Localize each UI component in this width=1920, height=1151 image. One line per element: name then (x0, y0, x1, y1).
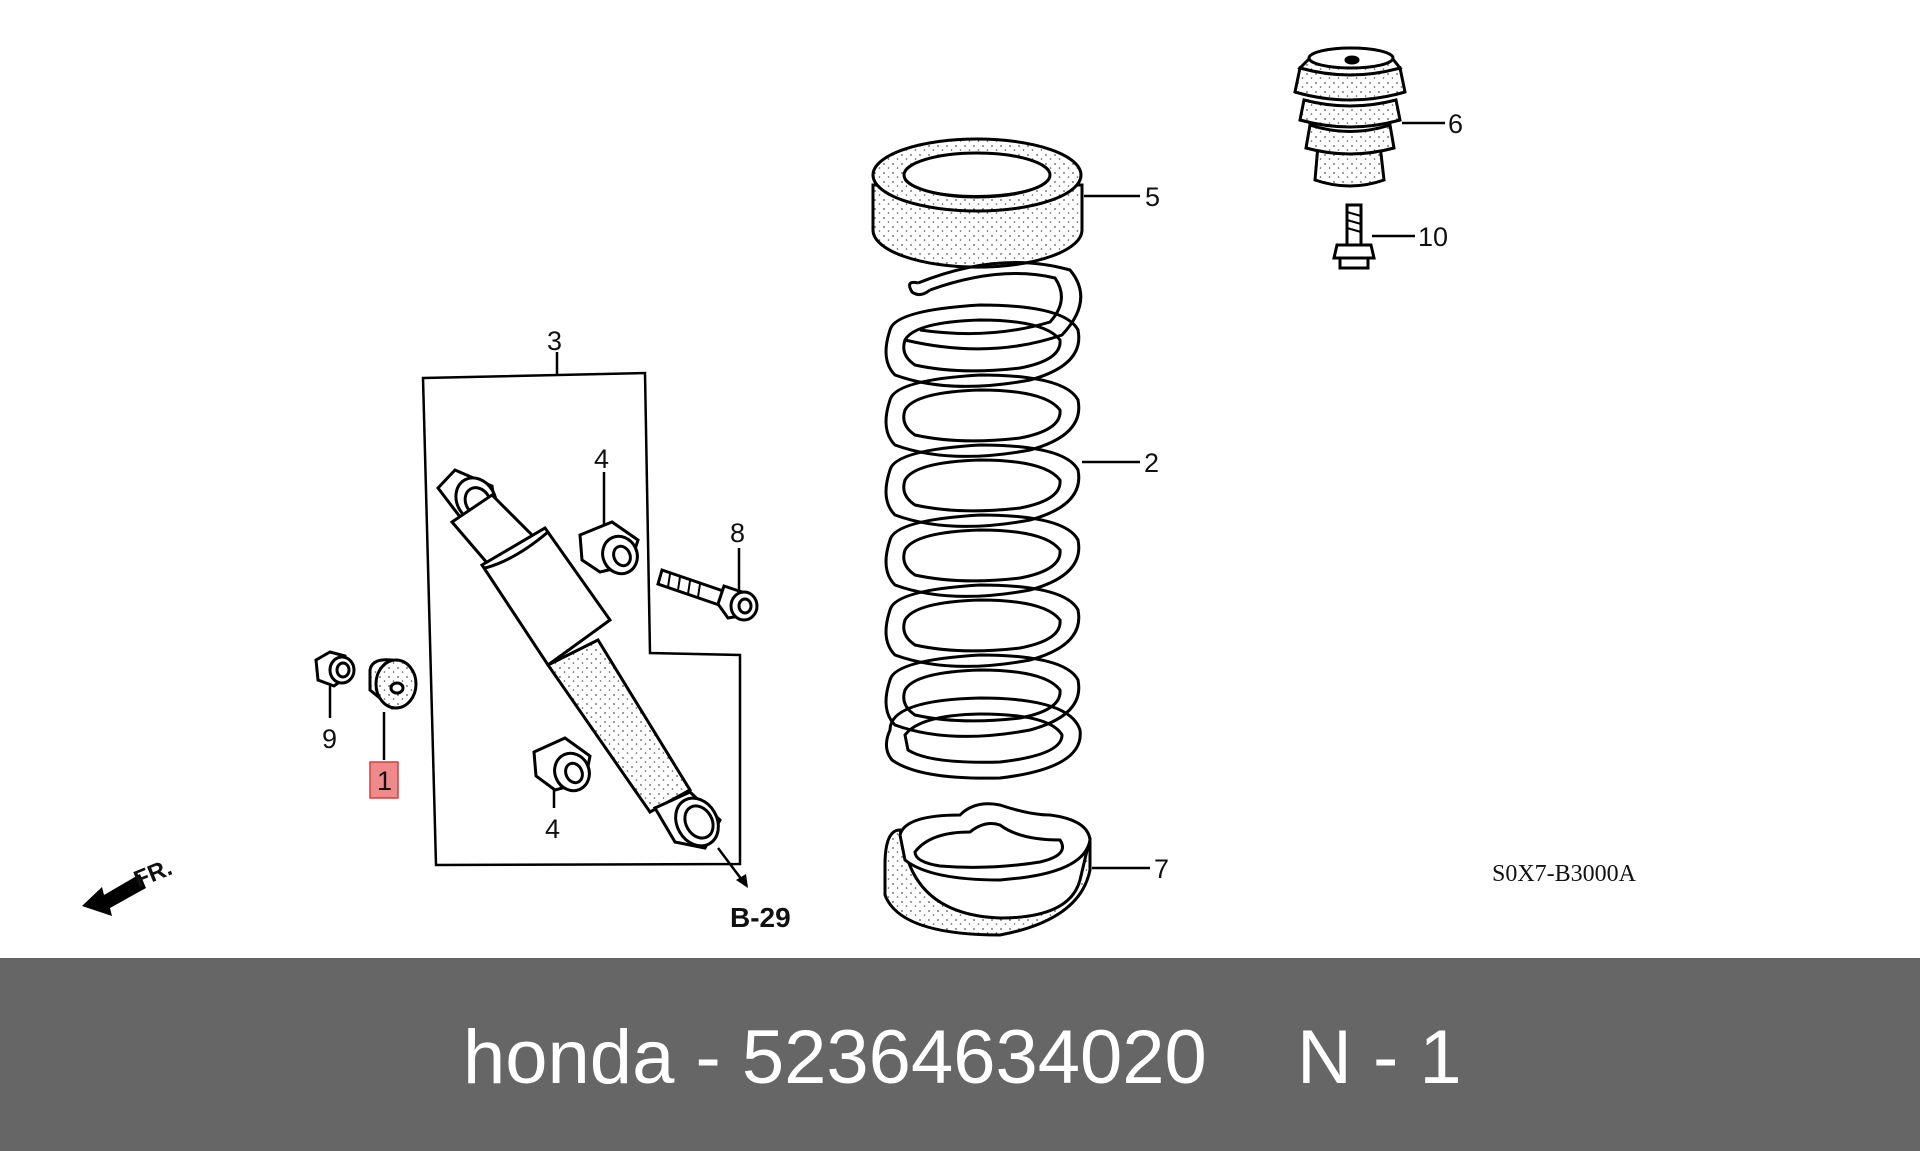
shock-absorber (436, 468, 722, 850)
callout-7: 7 (1154, 854, 1169, 884)
footer-bar (0, 958, 1920, 1151)
footer-position: N - 1 (1297, 1015, 1462, 1100)
callout-1-highlight (369, 761, 399, 799)
parts-diagram: 5 6 10 2 (82, 46, 1637, 937)
callout-2: 2 (1144, 448, 1159, 478)
callout-4-lower: 4 (545, 814, 560, 844)
bolt-10 (1332, 203, 1376, 270)
washer-1 (368, 658, 418, 710)
callout-5: 5 (1145, 182, 1160, 212)
reference-label: B-29 (730, 902, 791, 933)
callout-4-upper: 4 (594, 444, 609, 474)
callout-10: 10 (1418, 222, 1448, 252)
front-direction-arrow: FR. (82, 854, 176, 916)
bushing-lower (532, 736, 592, 793)
direction-label: FR. (130, 854, 176, 894)
nut-9 (314, 650, 356, 688)
callout-3: 3 (547, 326, 562, 356)
spring-seat-lower (883, 802, 1092, 937)
bolt-8 (656, 568, 759, 622)
callout-9: 9 (322, 724, 337, 754)
footer-brand-part-number: honda - 52364634020 (463, 1015, 1207, 1100)
shock-assembly-outline (421, 352, 742, 867)
callout-6: 6 (1448, 109, 1463, 139)
callout-1: 1 (377, 766, 392, 796)
bushing-upper (578, 520, 640, 576)
spring-seat-upper (871, 137, 1084, 269)
bump-stop (1293, 46, 1407, 188)
coil-spring (884, 260, 1083, 780)
diagram-code: S0X7-B3000A (1492, 861, 1637, 887)
callout-8: 8 (730, 518, 745, 548)
